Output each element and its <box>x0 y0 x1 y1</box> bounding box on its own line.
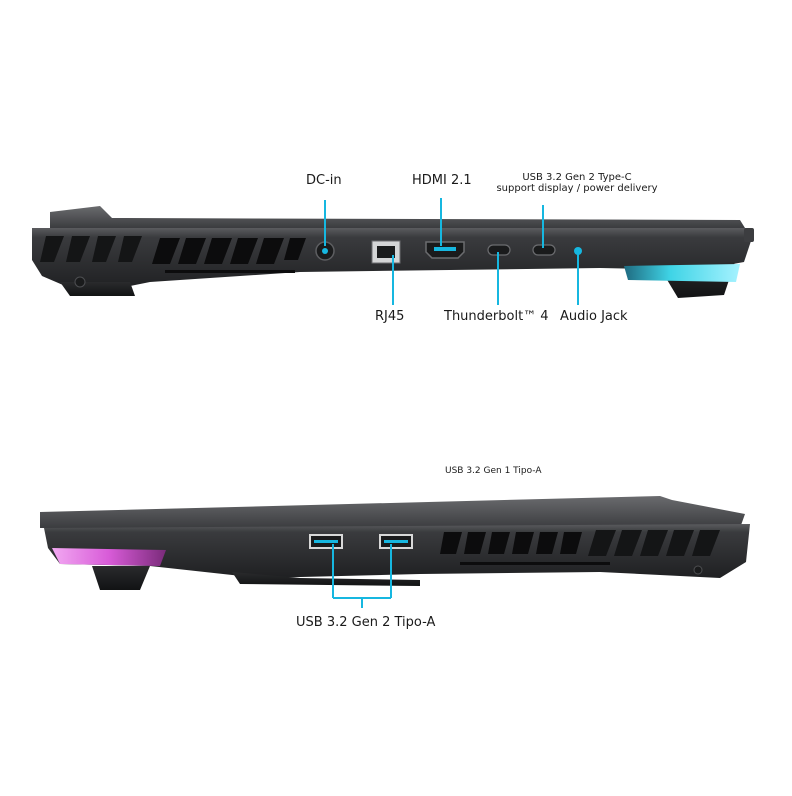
ethernet-port-icon <box>371 240 401 264</box>
laptop-lid <box>50 206 745 228</box>
dc-in-port-icon <box>315 241 335 261</box>
callout-lines-bottom <box>332 544 392 608</box>
screw-icon <box>693 565 703 575</box>
hdmi-port-icon <box>425 241 465 259</box>
port-label-thunderbolt: Thunderbolt™ 4 <box>444 309 549 324</box>
port-label-audio-jack: Audio Jack <box>560 309 628 324</box>
rgb-light-strip <box>624 264 740 282</box>
port-label-hdmi: HDMI 2.1 <box>412 173 472 188</box>
hinge-cap <box>744 228 754 242</box>
rear-foot <box>60 282 135 296</box>
laptop-right-side <box>40 496 750 590</box>
screw-icon <box>74 276 86 288</box>
port-label-usb-c-line1: USB 3.2 Gen 2 Type-C <box>522 172 632 183</box>
vent-grille <box>440 530 720 565</box>
port-label-usb-a-gen2: USB 3.2 Gen 2 Tipo-A <box>296 615 436 630</box>
audio-jack-icon <box>574 247 582 255</box>
port-label-dc-in: DC-in <box>306 173 342 188</box>
front-foot <box>232 572 420 586</box>
rgb-light-strip <box>52 548 166 566</box>
rear-foot <box>92 566 150 590</box>
usb-a-port-icon <box>309 534 343 549</box>
vent-grille <box>40 236 306 273</box>
port-label-usb-c: USB 3.2 Gen 2 Type-C support display / p… <box>482 172 672 194</box>
port-label-usb-a-gen1: USB 3.2 Gen 1 Tipo-A <box>445 466 542 476</box>
port-label-rj45: RJ45 <box>375 309 405 324</box>
callout-lines-top <box>324 198 579 305</box>
usb-a-port-icon <box>379 534 413 549</box>
port-label-usb-c-line2: support display / power delivery <box>496 183 658 194</box>
laptop-lid <box>40 496 745 528</box>
